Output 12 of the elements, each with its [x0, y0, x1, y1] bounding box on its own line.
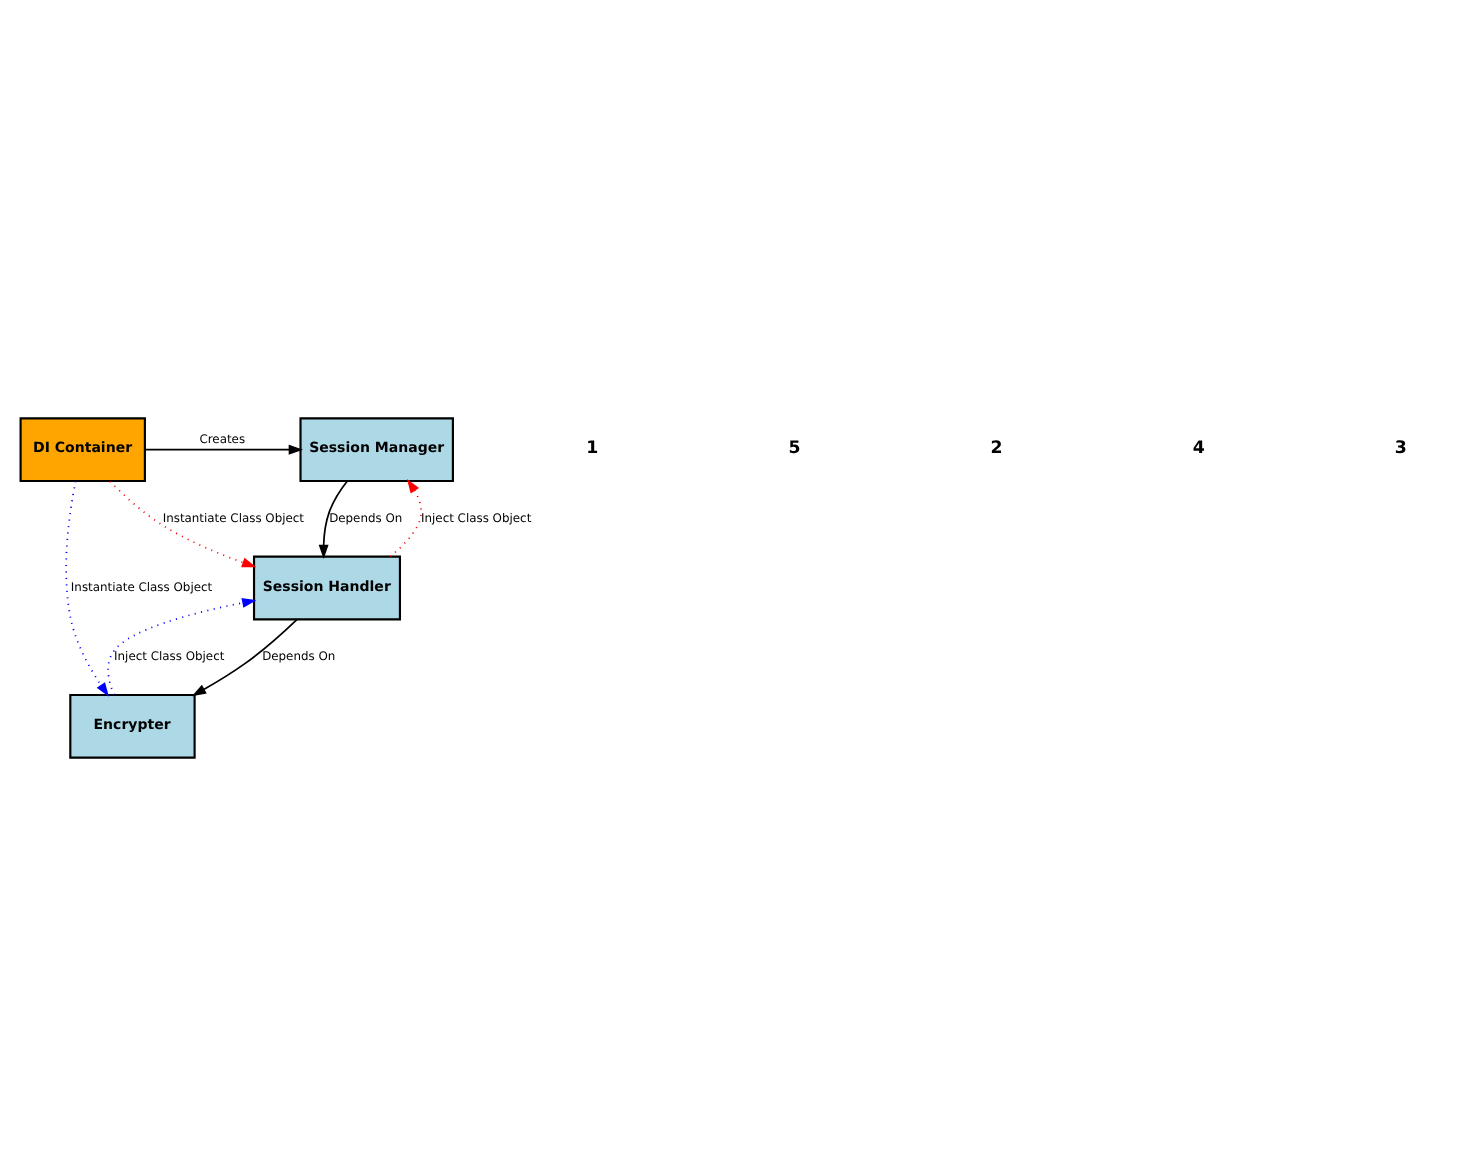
label: 2: [990, 437, 1003, 458]
arrow: [107, 597, 257, 695]
label: 3: [1394, 437, 1407, 458]
arrow: [65, 479, 109, 696]
arrow: [191, 617, 298, 696]
arrow: [144, 443, 303, 454]
arrow: [389, 477, 422, 557]
label: 5: [788, 437, 801, 458]
label: 4: [1192, 437, 1205, 458]
arrow: [318, 479, 349, 558]
label: 1: [586, 437, 599, 458]
arrow: [109, 479, 257, 567]
